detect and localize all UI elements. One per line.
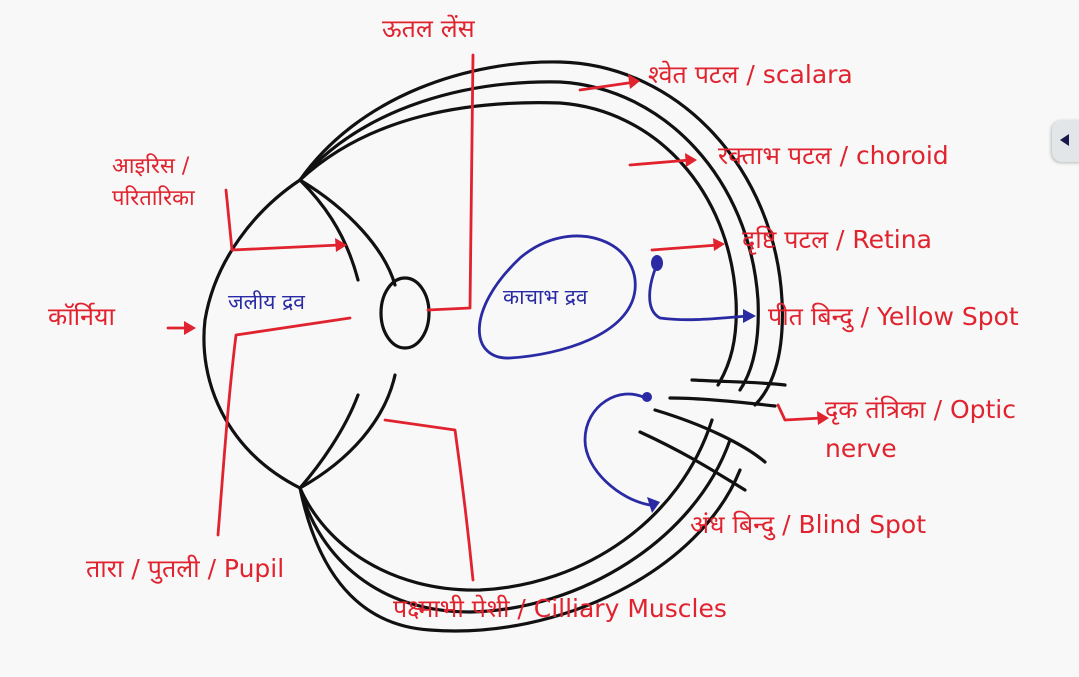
label-retina: दृष्टि पटल / Retina	[742, 225, 932, 254]
label-sclera: श्वेत पटल / scalara	[648, 60, 853, 89]
pointer-ciliary	[383, 418, 475, 582]
pointer-yellow-spot	[648, 260, 750, 322]
arrowhead-choroid	[685, 153, 697, 167]
pointer-retina	[650, 243, 720, 252]
optic-nerve-upper	[690, 378, 787, 387]
label-convex-lens: ऊतल लेंस	[382, 14, 475, 43]
arrowhead-blind-spot	[647, 497, 660, 513]
retina-outline	[298, 101, 738, 592]
chevron-left-icon	[1060, 134, 1069, 146]
optic-nerve-lower	[653, 408, 767, 464]
label-choroid: रक्ताभ पटल / choroid	[718, 141, 949, 170]
arrowhead-retina	[713, 238, 725, 251]
arrowhead-cornea	[184, 321, 196, 335]
pointer-iris	[224, 188, 342, 252]
sclera-outline	[298, 60, 784, 633]
arrowhead-yellow-spot	[743, 309, 756, 323]
optic-nerve-mid	[668, 396, 777, 408]
optic-nerve-bottom	[638, 430, 747, 492]
blind-spot-dot	[642, 392, 652, 402]
label-iris: आइरिस /	[112, 154, 190, 179]
label-yellow-spot: पीत बिन्दु / Yellow Spot	[768, 302, 1019, 331]
pointer-pupil	[216, 316, 352, 537]
vitreous-humour-outline	[478, 234, 637, 360]
ciliary-upper	[298, 178, 397, 287]
arrowhead-optic-nerve	[817, 411, 829, 425]
label-optic-nerve: दृक तंत्रिका / Optic	[825, 395, 1016, 424]
arrowhead-sclera	[628, 74, 640, 89]
pointer-sclera	[578, 80, 637, 92]
pointer-choroid	[628, 158, 692, 167]
label-ciliary-muscles: पक्ष्माभी पेशी / Cilliary Muscles	[393, 594, 727, 623]
arrowhead-iris	[335, 238, 347, 252]
iris-lower	[298, 393, 360, 490]
pointer-convex-lens	[426, 53, 475, 312]
iris-upper	[298, 178, 360, 282]
label-cornea: कॉर्निया	[48, 302, 116, 331]
ciliary-lower	[298, 373, 397, 490]
label-pupil: तारा / पुतली / Pupil	[86, 554, 285, 583]
pointer-optic-nerve	[776, 403, 824, 422]
cornea-outline	[202, 178, 302, 490]
label-iris-cont: परितारिका	[112, 186, 195, 211]
yellow-spot-dot	[651, 255, 663, 271]
label-aqueous-humour: जलीय द्रव	[228, 290, 305, 314]
choroid-outline	[298, 80, 760, 614]
pointer-blind-spot	[583, 392, 652, 507]
label-blind-spot: अंध बिन्दु / Blind Spot	[690, 510, 927, 539]
label-optic-nerve-cont: nerve	[825, 434, 897, 463]
lens-outline	[379, 276, 431, 350]
side-scroll-tab[interactable]	[1052, 120, 1079, 162]
label-vitreous-humour: काचाभ द्रव	[503, 285, 588, 309]
